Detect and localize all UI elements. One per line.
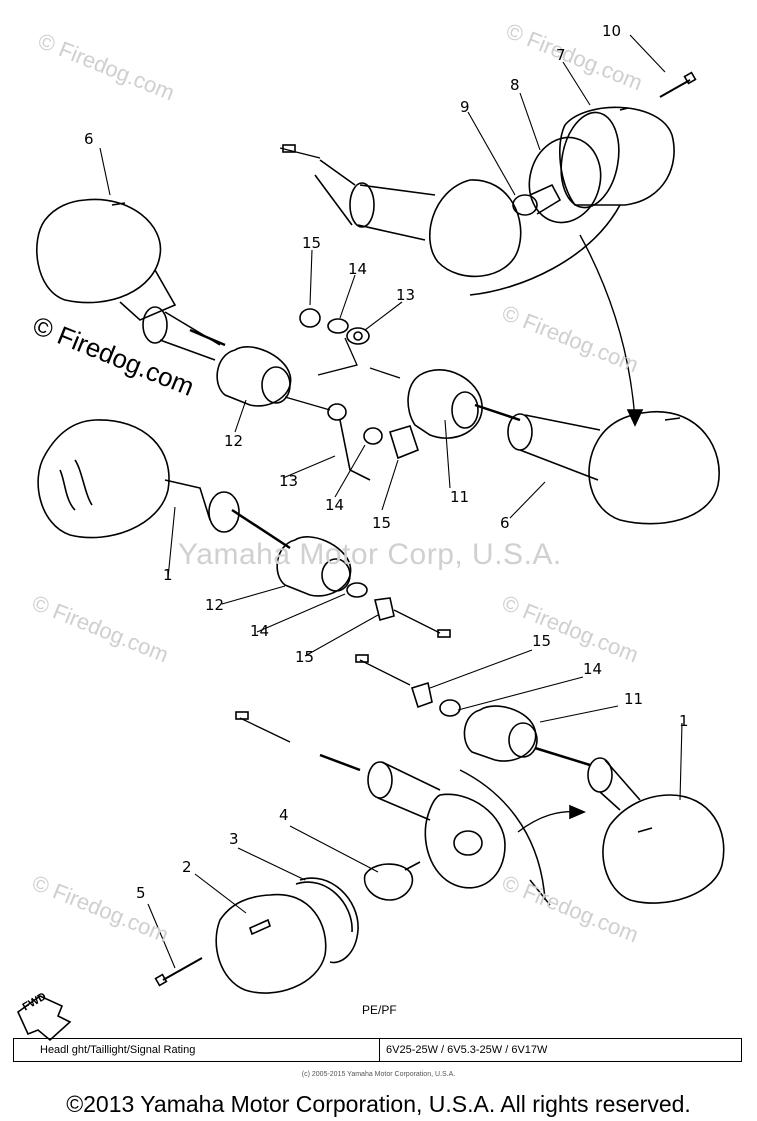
callout-9: 9 <box>460 98 470 116</box>
callout-11: 11 <box>450 488 470 506</box>
rating-value: 6V25-25W / 6V5.3-25W / 6V17W <box>386 1044 548 1056</box>
callout-7: 7 <box>556 46 566 64</box>
callout-15: 15 <box>302 234 322 252</box>
callout-4: 4 <box>279 806 289 824</box>
watermark-yamaha: Yamaha Motor Corp, U.S.A. <box>178 538 562 571</box>
callout-2: 2 <box>182 858 192 876</box>
callout-13: 13 <box>279 472 299 490</box>
copyright-notice: ©2013 Yamaha Motor Corporation, U.S.A. A… <box>66 1091 691 1117</box>
callout-10: 10 <box>602 22 622 40</box>
callout-12: 12 <box>205 596 225 614</box>
turn-signal-front-left <box>36 198 331 411</box>
callout-1: 1 <box>679 712 689 730</box>
callout-14: 14 <box>325 496 345 514</box>
turn-signal-rear-left <box>37 419 451 638</box>
callout-15: 15 <box>532 632 552 650</box>
turn-signal-rear-right <box>355 654 725 904</box>
exploded-lens-group-top <box>279 71 697 427</box>
callout-13: 13 <box>396 286 416 304</box>
callout-14: 14 <box>250 622 270 640</box>
rating-table: Headl ght/Taillight/Signal Rating 6V25-2… <box>13 1038 742 1062</box>
small-copyright: (c) 2005-2015 Yamaha Motor Corporation, … <box>301 1071 456 1078</box>
callout-6: 6 <box>500 514 510 532</box>
callout-6: 6 <box>84 130 94 148</box>
callout-5: 5 <box>136 884 146 902</box>
callout-1: 1 <box>163 566 173 584</box>
turn-signal-front-right <box>407 369 720 525</box>
callout-12: 12 <box>224 432 244 450</box>
callout-leader-lines <box>99 34 683 969</box>
callout-8: 8 <box>510 76 520 94</box>
callout-15: 15 <box>295 648 315 666</box>
callout-14: 14 <box>583 660 603 678</box>
exploded-lens-group-bottom <box>17 711 551 1042</box>
rating-label: Headl ght/Taillight/Signal Rating <box>14 1039 380 1061</box>
callout-3: 3 <box>229 830 239 848</box>
model-code: PE/PF <box>362 1003 397 1017</box>
callout-15: 15 <box>372 514 392 532</box>
callout-14: 14 <box>348 260 368 278</box>
callout-11: 11 <box>624 690 644 708</box>
